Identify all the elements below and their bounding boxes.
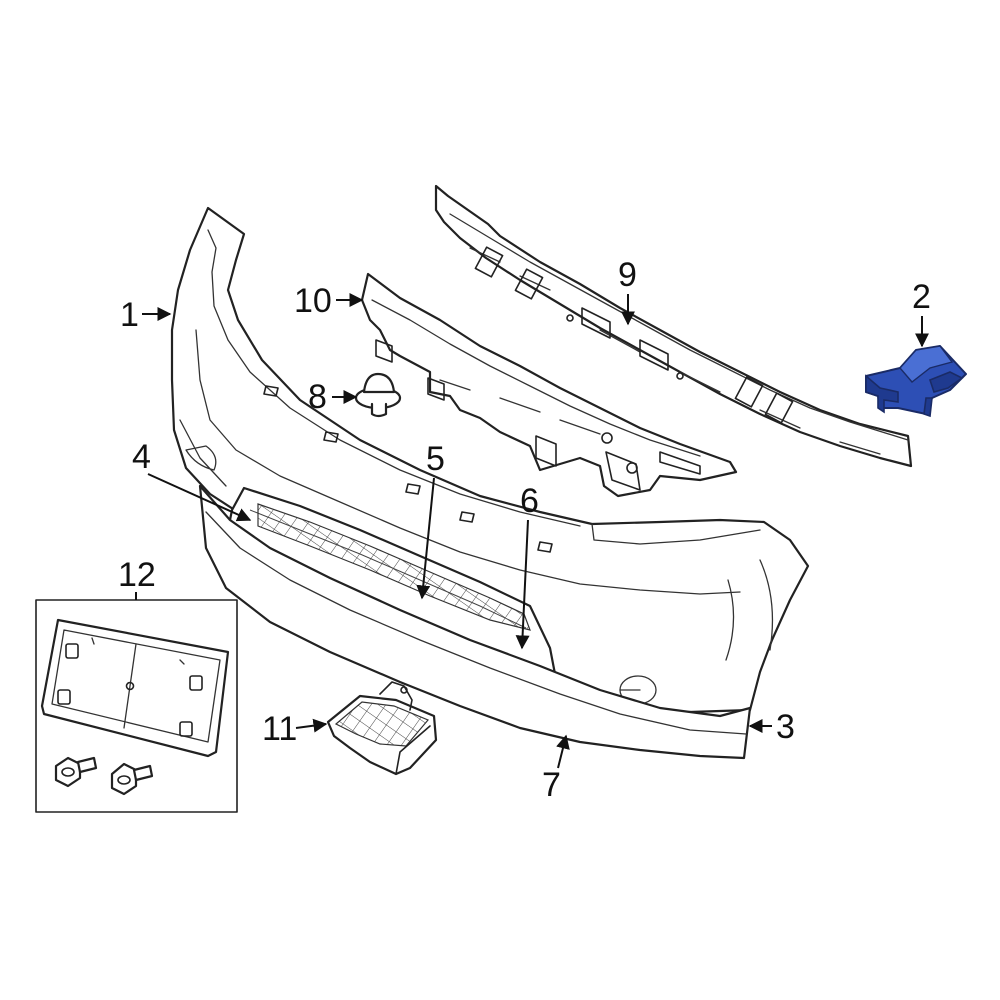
bolt-left	[54, 756, 98, 788]
callout-label-2: 2	[912, 278, 931, 316]
callout-11: 11	[262, 710, 328, 748]
callout-label-10: 10	[294, 282, 332, 320]
callout-label-9: 9	[618, 256, 637, 294]
part-11-side-grille[interactable]	[326, 681, 438, 776]
callout-label-6: 6	[520, 482, 539, 520]
callout-label-5: 5	[426, 440, 445, 478]
callout-7: 7	[542, 734, 570, 804]
callout-label-7: 7	[542, 766, 561, 804]
callout-label-8: 8	[308, 378, 327, 416]
part-12-license-bracket-kit[interactable]	[35, 599, 238, 813]
callout-label-3: 3	[776, 708, 795, 746]
part-7-lower-valance[interactable]	[198, 484, 752, 760]
callout-4: 4	[132, 438, 252, 522]
callout-2: 2	[912, 278, 931, 348]
callout-9: 9	[618, 256, 637, 326]
part-10-bracket[interactable]	[360, 272, 738, 498]
callout-12: 12	[118, 556, 156, 600]
callout-1: 1	[120, 296, 172, 334]
callout-10: 10	[294, 282, 364, 320]
callout-8: 8	[308, 378, 358, 416]
callout-label-12: 12	[118, 556, 156, 594]
callout-label-4: 4	[132, 438, 151, 476]
part-1-bumper-cover[interactable]	[170, 206, 810, 716]
callout-label-1: 1	[120, 296, 139, 334]
callout-3: 3	[748, 708, 795, 746]
callout-label-11: 11	[262, 710, 297, 748]
callout-6: 6	[515, 482, 539, 650]
part-9-absorber[interactable]	[434, 184, 913, 468]
part-8-clip[interactable]	[354, 372, 402, 418]
callout-5: 5	[416, 440, 445, 600]
bolt-right	[110, 762, 154, 796]
part-2-highlighted-bracket[interactable]	[865, 345, 967, 418]
